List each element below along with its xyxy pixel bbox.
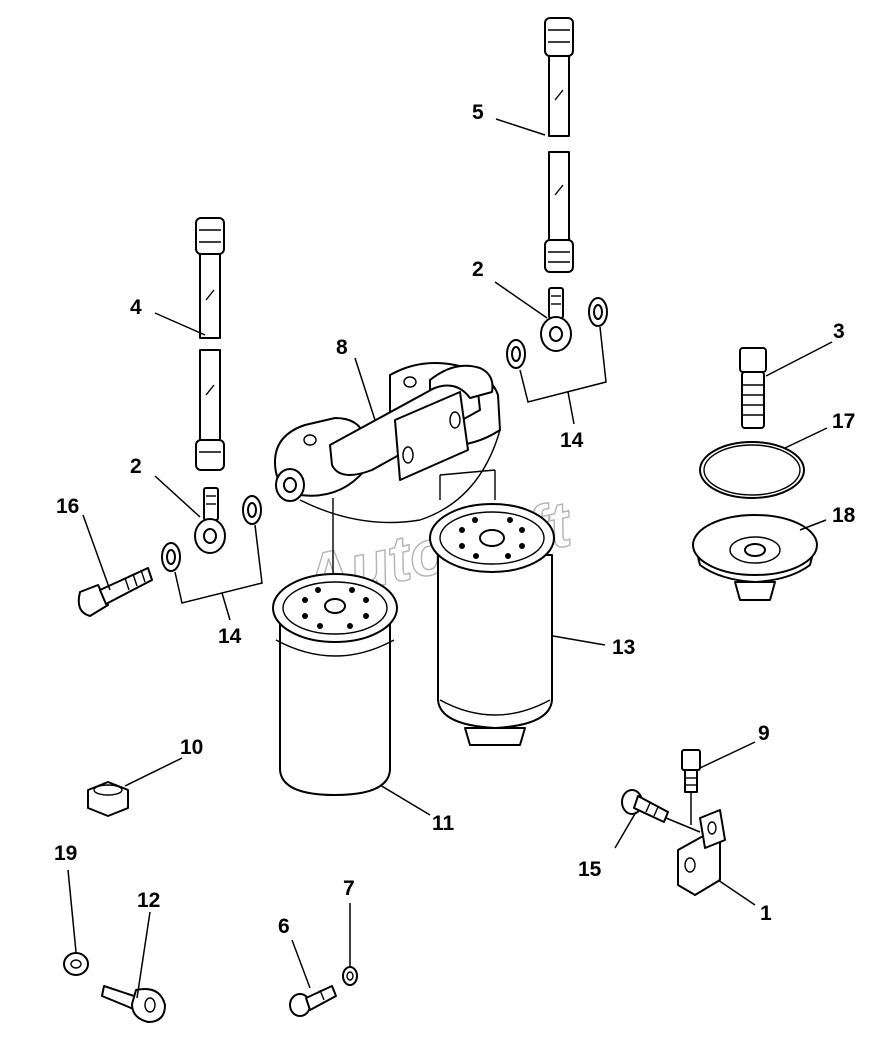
part-11-filter-cartridge [272,573,398,796]
part-5-fuel-pipe [544,17,574,273]
callout-19: 19 [54,842,77,865]
part-9-bolt [681,749,701,793]
leader-lines [67,118,833,999]
callout-6: 6 [278,915,290,938]
part-7-washer [342,966,358,986]
part-19-washer [63,952,89,976]
callout-7: 7 [343,877,355,900]
callout-5: 5 [472,101,484,124]
callout-17: 17 [832,410,855,433]
part-4-fuel-pipe [195,217,225,471]
part-10-nut [87,781,129,817]
part-12-bolt [101,985,166,1023]
callout-3: 3 [833,320,845,343]
callout-13: 13 [612,636,635,659]
callout-16: 16 [56,495,79,518]
callout-14-upper: 14 [560,429,584,452]
callout-14-lower: 14 [218,625,242,648]
part-8-filter-head [274,362,501,524]
callout-12: 12 [137,889,160,912]
part-3-drain-plug [739,347,767,429]
callout-11: 11 [432,812,455,835]
callout-labels: 5 4 2 2 8 3 17 18 14 14 16 13 10 11 9 15… [54,101,856,938]
part-6-bolt [289,985,337,1017]
part-2-banjo-fitting-lower [161,487,262,572]
callout-2-lower: 2 [130,455,142,478]
callout-2-upper: 2 [472,258,484,281]
part-18-bowl [692,514,818,601]
callout-1: 1 [760,902,772,925]
part-16-bolt [77,567,153,617]
callout-4: 4 [130,296,142,319]
callout-18: 18 [832,504,856,527]
part-15-bolt [621,789,669,823]
part-1-bracket [677,809,726,896]
callout-8: 8 [336,336,348,359]
callout-15: 15 [578,858,602,881]
callout-10: 10 [180,736,203,759]
part-2-banjo-fitting-upper [506,287,608,369]
part-17-o-ring [699,441,805,499]
part-13-water-separator [429,503,555,746]
alignment-line-right-c [439,469,496,476]
callout-9: 9 [758,722,770,745]
